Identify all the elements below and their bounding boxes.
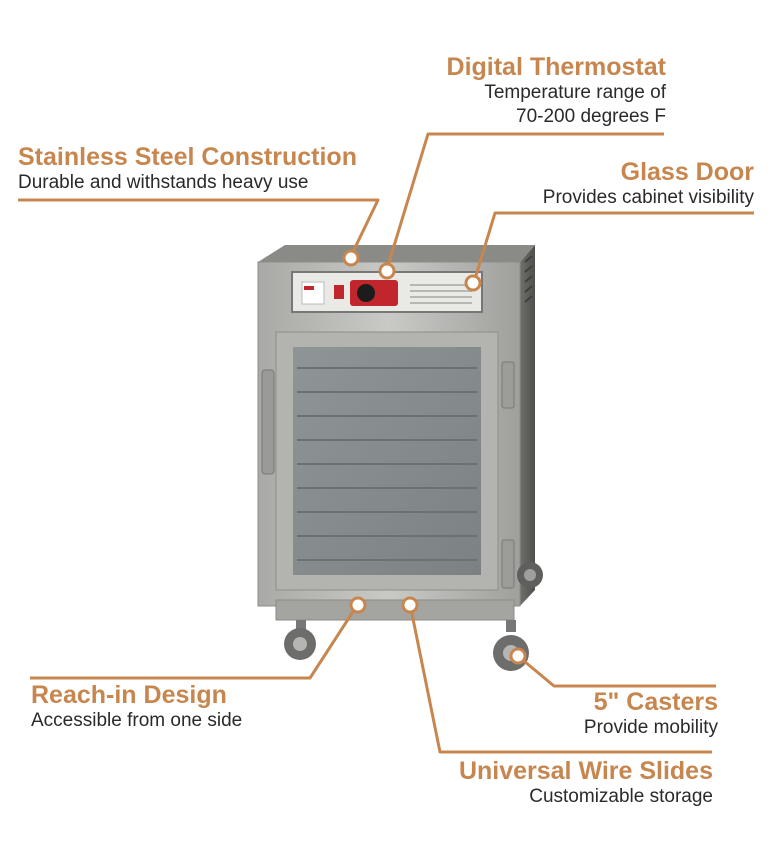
callout-title: Stainless Steel Construction [18,143,357,171]
marker-glass-door [464,274,482,292]
power-switch [334,285,344,299]
callout-digital-thermostat: Digital Thermostat Temperature range of … [447,53,666,129]
leader-casters [517,654,716,688]
callout-title: Digital Thermostat [446,53,666,81]
hinge-bottom [501,539,515,589]
callout-desc: Provide mobility [583,717,718,738]
callout-stainless-steel: Stainless Steel Construction Durable and… [18,143,357,195]
cabinet-top [258,245,535,262]
callout-desc: 70-200 degrees F [516,106,666,127]
callout-markers [342,249,527,665]
leader-lines [18,132,754,754]
leader-wire-slides [408,603,712,754]
marker-casters [509,647,527,665]
marker-stainless [342,249,360,267]
hinge-top [501,361,515,409]
callout-title: Reach-in Design [31,681,227,709]
callout-desc: Provides cabinet visibility [542,187,754,208]
callout-wire-slides: Universal Wire Slides Customizable stora… [459,757,713,809]
thermostat-dial [357,284,375,302]
logo-badge [301,281,325,305]
caster-right [493,620,529,671]
callout-desc: Customizable storage [529,786,713,807]
leader-thermostat [385,132,664,270]
caster-left [284,620,316,660]
marker-wire-slides [401,596,419,614]
panel-graphics [410,284,472,304]
cabinet-side [520,245,535,606]
glass-door [293,347,481,575]
wire-slides-visible [297,367,477,561]
callout-glass-door: Glass Door Provides cabinet visibility [543,158,754,210]
callout-title: 5" Casters [593,688,718,716]
callout-desc: Durable and withstands heavy use [18,172,309,193]
callout-casters: 5" Casters Provide mobility [584,688,718,740]
door-handle [261,369,275,475]
marker-reach-in [349,596,367,614]
leader-reach-in [30,603,360,680]
marker-thermostat [378,262,396,280]
callout-title: Universal Wire Slides [458,757,713,785]
cabinet-base [275,599,515,621]
callout-title: Glass Door [620,158,754,186]
callout-desc: Temperature range of [484,82,666,103]
side-vents [524,255,533,303]
leader-glass-door [472,211,754,283]
callout-desc: Accessible from one side [31,710,243,731]
callout-reach-in: Reach-in Design Accessible from one side [31,681,242,733]
leader-stainless [18,198,380,257]
caster-rear [517,562,543,588]
